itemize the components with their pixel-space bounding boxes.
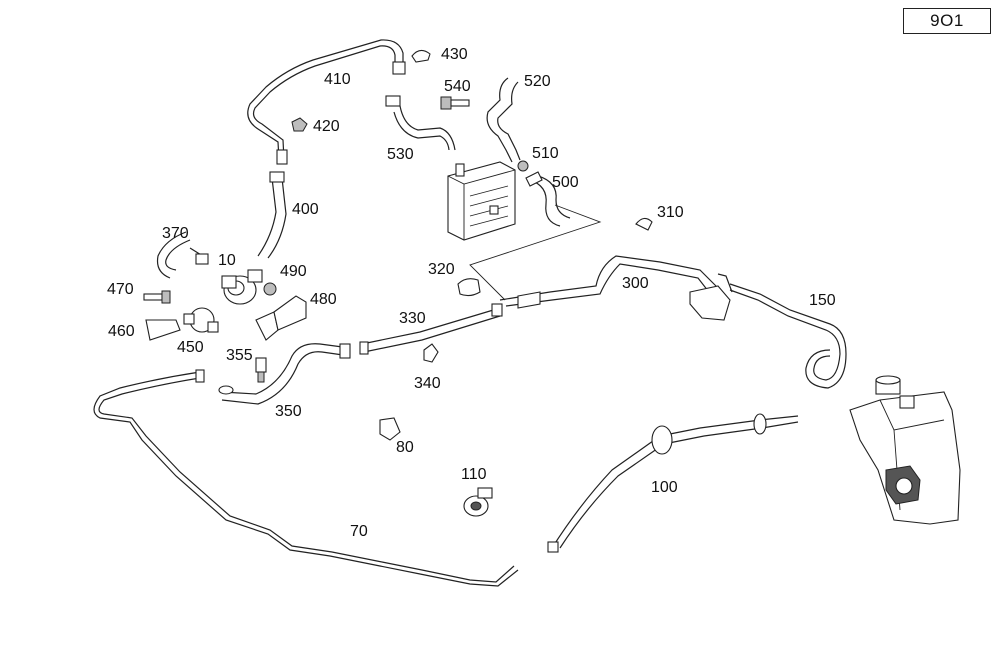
label-300[interactable]: 300 (622, 275, 649, 292)
part-110-cap[interactable] (463, 487, 493, 517)
label-310[interactable]: 310 (657, 204, 684, 221)
part-340-clip[interactable] (423, 343, 439, 363)
label-350[interactable]: 350 (275, 403, 302, 420)
label-490[interactable]: 490 (280, 263, 307, 280)
part-530-hose[interactable] (385, 95, 456, 151)
label-150[interactable]: 150 (809, 292, 836, 309)
reservoir-tank[interactable] (849, 375, 961, 525)
label-80[interactable]: 80 (396, 439, 414, 456)
part-470-bolt[interactable] (143, 290, 171, 304)
page-number-box: 9O1 (903, 8, 991, 34)
label-340[interactable]: 340 (414, 375, 441, 392)
part-480-bracket[interactable] (255, 295, 307, 341)
label-460[interactable]: 460 (108, 323, 135, 340)
label-100[interactable]: 100 (651, 479, 678, 496)
part-510-nut[interactable] (517, 160, 529, 172)
part-450-pump[interactable] (183, 307, 219, 333)
part-350-hose[interactable] (218, 343, 351, 405)
label-470[interactable]: 470 (107, 281, 134, 298)
part-70-line[interactable] (93, 369, 519, 587)
page-number: 9O1 (930, 11, 964, 30)
label-370[interactable]: 370 (162, 225, 189, 242)
label-330[interactable]: 330 (399, 310, 426, 327)
part-420-nut[interactable] (291, 117, 308, 132)
part-330-hose[interactable] (359, 303, 503, 355)
label-420[interactable]: 420 (313, 118, 340, 135)
label-410[interactable]: 410 (324, 71, 351, 88)
label-510[interactable]: 510 (532, 145, 559, 162)
part-10-pump[interactable] (221, 269, 263, 305)
label-540[interactable]: 540 (444, 78, 471, 95)
label-430[interactable]: 430 (441, 46, 468, 63)
label-520[interactable]: 520 (524, 73, 551, 90)
part-520-hose[interactable] (486, 77, 521, 163)
label-480[interactable]: 480 (310, 291, 337, 308)
label-450[interactable]: 450 (177, 339, 204, 356)
label-530[interactable]: 530 (387, 146, 414, 163)
part-80-clip[interactable] (379, 417, 401, 441)
part-430-clip[interactable] (411, 49, 431, 63)
label-110[interactable]: 110 (461, 466, 487, 483)
label-10[interactable]: 10 (218, 252, 236, 269)
part-410-hose[interactable] (247, 39, 406, 165)
part-370-hose[interactable] (156, 231, 209, 279)
label-320[interactable]: 320 (428, 261, 455, 278)
part-500-hose[interactable] (525, 171, 571, 227)
part-490-grommet[interactable] (263, 282, 277, 296)
label-70[interactable]: 70 (350, 523, 368, 540)
part-460-bracket[interactable] (145, 319, 181, 341)
part-355-clip[interactable] (255, 357, 267, 383)
part-100-line[interactable] (547, 413, 799, 553)
part-540-bolt[interactable] (440, 96, 470, 110)
part-400-hose[interactable] (257, 171, 287, 259)
label-500[interactable]: 500 (552, 174, 579, 191)
part-150-line[interactable] (729, 283, 847, 389)
part-320-grommet[interactable] (457, 278, 481, 297)
part-310-clip[interactable] (635, 217, 653, 231)
label-400[interactable]: 400 (292, 201, 319, 218)
heater-unit[interactable] (447, 161, 516, 241)
part-300-hose[interactable] (499, 255, 733, 321)
label-355[interactable]: 355 (226, 347, 253, 364)
